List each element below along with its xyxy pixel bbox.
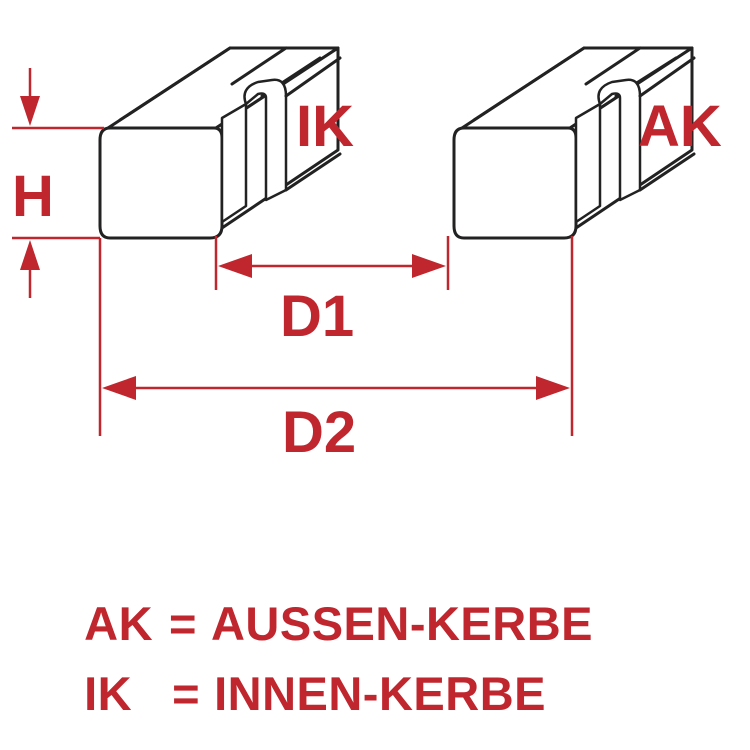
legend-meaning: INNEN-KERBE: [214, 667, 546, 720]
legend-item-innen-kerbe: IK =INNEN-KERBE: [57, 623, 546, 717]
d2-dimension: D2: [98, 236, 574, 465]
inner-notch-label: IK: [296, 94, 354, 159]
height-arrow-top: [20, 96, 40, 126]
legend-equals: =: [172, 667, 201, 720]
legend-meaning: AUSSEN-KERBE: [210, 597, 594, 650]
outer-notch-label: AK: [638, 94, 722, 159]
height-label: H: [12, 164, 54, 229]
d2-arrow-right: [536, 376, 570, 400]
height-dimension: H: [12, 68, 104, 298]
legend-equals: =: [169, 597, 197, 650]
d1-arrow-right: [412, 254, 446, 278]
d1-arrow-left: [218, 254, 252, 278]
d1-label: D1: [280, 284, 354, 349]
height-arrow-bottom: [20, 240, 40, 270]
legend-item-aussen-kerbe: AK =AUSSEN-KERBE: [57, 553, 593, 647]
d1-dimension: D1: [214, 236, 450, 349]
legend-key: AK: [84, 597, 154, 650]
right-notch-clip: [574, 56, 696, 224]
d2-label: D2: [282, 400, 356, 465]
legend-key: IK: [84, 667, 133, 720]
left-notch-clip: [220, 56, 342, 224]
d2-arrow-left: [102, 376, 136, 400]
